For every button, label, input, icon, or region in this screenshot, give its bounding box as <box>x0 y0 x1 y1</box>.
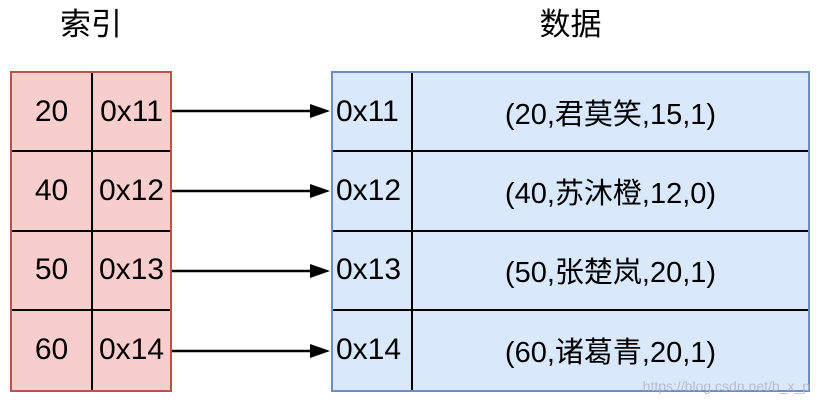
data-record-cell: (40,苏沐橙,12,0) <box>413 152 808 232</box>
index-pointer-cell: 0x13 <box>93 232 170 311</box>
pointer-arrow-2 <box>172 184 330 198</box>
data-address-cell: 0x12 <box>333 152 413 232</box>
index-key-cell: 20 <box>12 73 93 153</box>
data-record-cell: (20,君莫笑,15,1) <box>413 73 808 153</box>
index-table-title: 索引 <box>60 7 122 42</box>
pointer-arrow-3 <box>172 264 330 278</box>
data-record-cell: (50,张楚岚,20,1) <box>413 232 808 311</box>
pointer-arrow-1 <box>172 104 330 118</box>
index-key-cell: 50 <box>12 231 93 311</box>
index-key-cell: 40 <box>12 152 93 232</box>
csdn-watermark: https://blog.csdn.net/b_x_p <box>642 378 810 394</box>
index-pointer-cell: 0x12 <box>93 152 170 232</box>
data-address-cell: 0x11 <box>333 73 413 153</box>
pointer-arrow-4 <box>172 344 330 358</box>
data-table: 0x11 (20,君莫笑,15,1) 0x12 (40,苏沐橙,12,0) 0x… <box>331 71 810 392</box>
index-pointer-cell: 0x14 <box>98 333 165 367</box>
index-key-cell: 60 <box>12 310 93 390</box>
index-pointer-cell: 0x11 <box>93 73 170 153</box>
index-table: 20 0x11 40 0x12 50 0x13 60 0x14 <box>10 71 172 392</box>
data-address-cell: 0x13 <box>333 231 413 311</box>
data-record-cell: (60,诸葛青,20,1) <box>504 337 717 370</box>
data-table-title: 数据 <box>539 7 602 42</box>
data-address-cell: 0x14 <box>333 310 413 390</box>
